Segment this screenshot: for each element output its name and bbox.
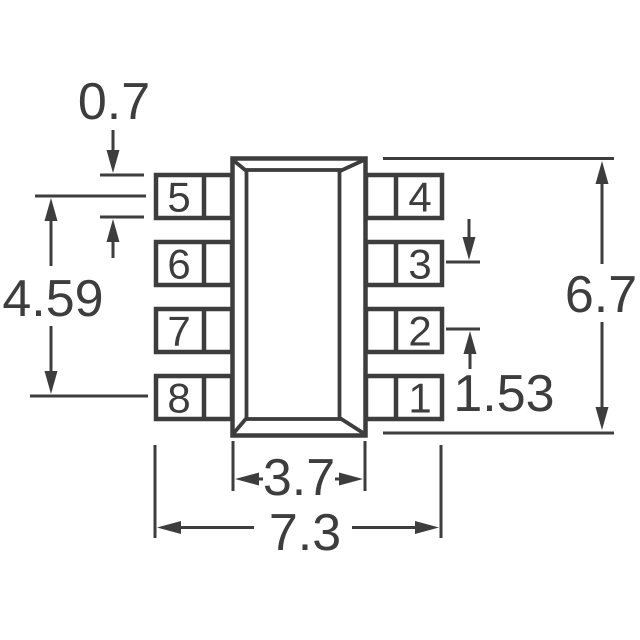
pin-6-label: 6 bbox=[167, 241, 190, 288]
dim-overall-width-value: 7.3 bbox=[269, 504, 341, 562]
package-body-outer-outline bbox=[230, 156, 368, 438]
bevel-edge-bottom-right bbox=[337, 415, 366, 436]
pin-2: 2 bbox=[363, 306, 445, 355]
dim-overall-height: 6.7 bbox=[383, 157, 637, 435]
bevel-edge-top-right bbox=[338, 158, 365, 174]
arrowhead-left-icon bbox=[157, 521, 181, 534]
arrowhead-down-icon bbox=[595, 407, 609, 430]
dim-overall-width: 7.3 bbox=[153, 445, 443, 562]
pin-5-pad bbox=[153, 172, 235, 221]
pin-1: 1 bbox=[363, 373, 445, 422]
pin-2-label: 2 bbox=[408, 308, 431, 355]
bevel-edge-bottom-left bbox=[231, 416, 249, 436]
dim-pad-pitch: 1.53 bbox=[446, 219, 555, 423]
pin-8-label: 8 bbox=[167, 375, 190, 422]
dim-pad-height: 0.7 bbox=[78, 73, 150, 258]
pin-1-pad bbox=[363, 373, 445, 422]
arrowhead-up-icon bbox=[44, 198, 58, 221]
arrowhead-up-icon bbox=[463, 331, 477, 354]
arrowhead-up-icon bbox=[595, 161, 609, 184]
pin-7: 7 bbox=[153, 306, 235, 355]
pin-4-label: 4 bbox=[408, 174, 431, 221]
dim-pad-pitch-value: 1.53 bbox=[453, 365, 554, 423]
pin-3: 3 bbox=[363, 239, 445, 288]
arrowhead-up-icon bbox=[106, 219, 120, 242]
dim-left-pad-span-value: 4.59 bbox=[2, 270, 103, 328]
arrowhead-right-icon bbox=[415, 521, 439, 534]
package-body bbox=[230, 156, 368, 438]
pin-4-pad bbox=[363, 172, 445, 221]
pin-5: 5 bbox=[153, 172, 235, 221]
pin-6-pad bbox=[153, 239, 235, 288]
dim-overall-height-value: 6.7 bbox=[565, 266, 637, 324]
arrowhead-down-icon bbox=[462, 237, 476, 260]
arrowhead-down-icon bbox=[106, 150, 120, 173]
pin-7-pad bbox=[153, 306, 235, 355]
dim-left-pad-span: 4.59 bbox=[2, 194, 148, 398]
pin-3-pad bbox=[363, 239, 445, 288]
package-body-top-face bbox=[244, 168, 342, 421]
pin-1-label: 1 bbox=[408, 375, 431, 422]
pin-3-label: 3 bbox=[408, 241, 431, 288]
pin-7-label: 7 bbox=[167, 308, 190, 355]
dim-body-width-value: 3.7 bbox=[263, 449, 335, 507]
pin-4: 4 bbox=[363, 172, 445, 221]
dim-pad-height-value: 0.7 bbox=[78, 73, 150, 131]
pin-6: 6 bbox=[153, 239, 235, 288]
arrowhead-left-icon bbox=[235, 472, 259, 486]
pin-8-pad bbox=[153, 373, 235, 422]
bevel-edge-top-left bbox=[231, 158, 249, 173]
arrowhead-right-icon bbox=[339, 472, 363, 486]
pin-5-label: 5 bbox=[167, 174, 190, 221]
pin-8: 8 bbox=[153, 373, 235, 422]
arrowhead-down-icon bbox=[44, 371, 58, 394]
dim-body-width: 3.7 bbox=[231, 441, 367, 507]
pin-2-pad bbox=[363, 306, 445, 355]
